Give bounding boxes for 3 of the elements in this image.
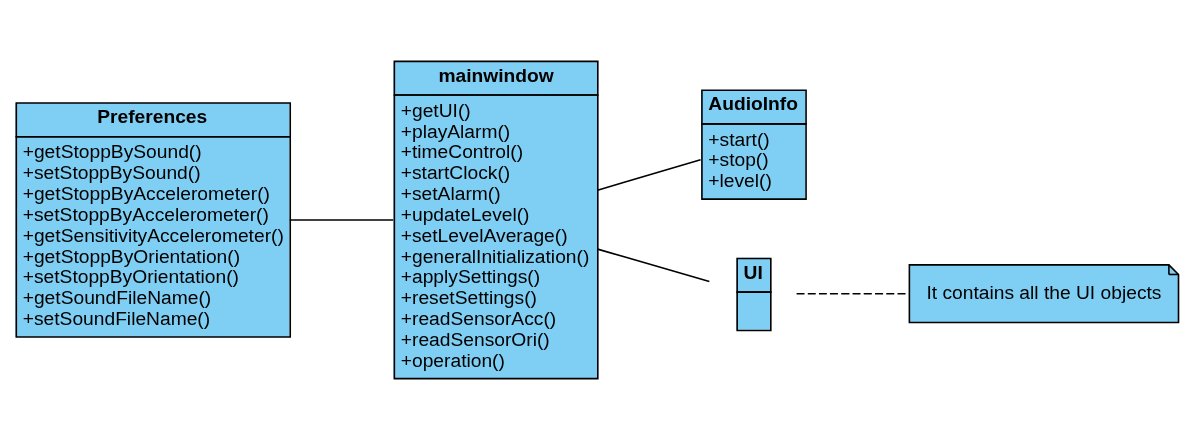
connector: [596, 158, 702, 191]
connector: [288, 218, 395, 221]
connector: [596, 247, 711, 282]
